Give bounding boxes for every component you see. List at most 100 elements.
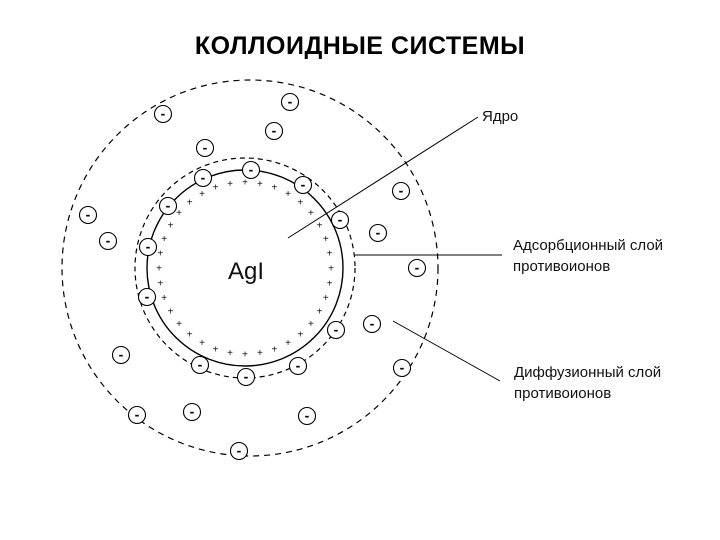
counter-ion: - <box>195 138 215 158</box>
counter-ion: - <box>391 181 411 201</box>
potential-ion: + <box>285 338 291 349</box>
potential-ion: + <box>187 329 193 340</box>
counter-ion: - <box>362 314 382 334</box>
counter-ion: - <box>137 287 157 307</box>
potential-ion: + <box>213 344 219 355</box>
svg-text:-: - <box>370 316 375 332</box>
potential-ion: + <box>327 278 333 289</box>
potential-ion: + <box>156 264 162 275</box>
potential-ion: + <box>257 348 263 359</box>
potential-ion: + <box>242 178 248 189</box>
svg-text:-: - <box>301 177 306 193</box>
svg-text:-: - <box>201 170 206 186</box>
counter-ion: - <box>229 441 249 461</box>
svg-text:-: - <box>338 212 343 228</box>
core-label: AgI <box>228 258 264 285</box>
potential-ion: + <box>168 221 174 232</box>
potential-ion: + <box>176 319 182 330</box>
counter-ion: - <box>153 104 173 124</box>
svg-text:-: - <box>106 233 111 249</box>
svg-text:-: - <box>237 443 242 459</box>
svg-text:-: - <box>161 106 166 122</box>
counter-ions: --------------------------- <box>78 92 427 461</box>
svg-text:-: - <box>415 260 420 276</box>
potential-ion: + <box>297 329 303 340</box>
potential-ion: + <box>297 198 303 209</box>
potential-ion: + <box>271 183 277 194</box>
potential-ion: + <box>176 208 182 219</box>
svg-text:-: - <box>135 407 140 423</box>
svg-text:-: - <box>399 183 404 199</box>
counter-ion: - <box>407 258 427 278</box>
diffuse-pointer-line <box>392 320 501 382</box>
potential-ion: + <box>323 293 329 304</box>
potential-ion: + <box>328 264 334 275</box>
potential-ion: + <box>257 179 263 190</box>
potential-ion: + <box>317 221 323 232</box>
counter-ion: - <box>392 358 412 378</box>
potential-ion: + <box>227 348 233 359</box>
svg-text:-: - <box>400 360 405 376</box>
svg-text:-: - <box>376 225 381 241</box>
potential-ion: + <box>227 179 233 190</box>
counter-ion: - <box>182 402 202 422</box>
diffuse-layer-label-line1: Диффузионный слой <box>514 364 661 381</box>
counter-ion: - <box>330 210 350 230</box>
potential-ion: + <box>285 189 291 200</box>
counter-ion: - <box>368 223 388 243</box>
counter-ion: - <box>280 92 300 112</box>
potential-ion: + <box>161 234 167 245</box>
svg-text:-: - <box>166 198 171 214</box>
counter-ion: - <box>98 231 118 251</box>
potential-ion: + <box>308 319 314 330</box>
counter-ion: - <box>193 168 213 188</box>
svg-text:-: - <box>272 123 277 139</box>
adsorption-layer-label-line1: Адсорбционный слой <box>513 237 663 254</box>
counter-ion: - <box>288 356 308 376</box>
potential-ion: + <box>187 198 193 209</box>
nucleus-label: Ядро <box>482 108 518 125</box>
potential-ion: + <box>271 344 277 355</box>
potential-ion: + <box>199 189 205 200</box>
potential-ion: + <box>199 338 205 349</box>
svg-text:-: - <box>244 369 249 385</box>
potential-ion: + <box>323 234 329 245</box>
svg-text:-: - <box>288 94 293 110</box>
counter-ion: - <box>158 196 178 216</box>
potential-ion: + <box>242 350 248 361</box>
adsorption-layer-label-line2: противоионов <box>513 258 610 275</box>
potential-ion: + <box>327 249 333 260</box>
potential-ion: + <box>168 307 174 318</box>
counter-ion: - <box>293 175 313 195</box>
diffuse-layer-boundary <box>61 79 439 457</box>
svg-text:-: - <box>198 357 203 373</box>
potential-ion: + <box>317 307 323 318</box>
counter-ion: - <box>241 160 261 180</box>
counter-ion: - <box>78 205 98 225</box>
svg-text:-: - <box>190 404 195 420</box>
potential-ion: + <box>213 183 219 194</box>
counter-ion: - <box>326 320 346 340</box>
potential-ion: + <box>157 249 163 260</box>
potential-ion: + <box>157 278 163 289</box>
counter-ion: - <box>127 405 147 425</box>
svg-text:-: - <box>296 358 301 374</box>
counter-ion: - <box>297 406 317 426</box>
svg-text:-: - <box>86 207 91 223</box>
svg-text:-: - <box>145 289 150 305</box>
svg-text:-: - <box>305 408 310 424</box>
svg-text:-: - <box>334 322 339 338</box>
counter-ion: - <box>264 121 284 141</box>
potential-ion: + <box>161 293 167 304</box>
nucleus-pointer-line <box>287 116 479 239</box>
counter-ion: - <box>138 237 158 257</box>
potential-ion: + <box>308 208 314 219</box>
svg-text:-: - <box>249 162 254 178</box>
diffuse-layer-label-line2: противоионов <box>514 385 611 402</box>
counter-ion: - <box>190 355 210 375</box>
svg-text:-: - <box>146 239 151 255</box>
potential-ions: ++++++++++++++++++++++++++++++++++++ <box>156 178 334 361</box>
svg-text:-: - <box>119 347 124 363</box>
